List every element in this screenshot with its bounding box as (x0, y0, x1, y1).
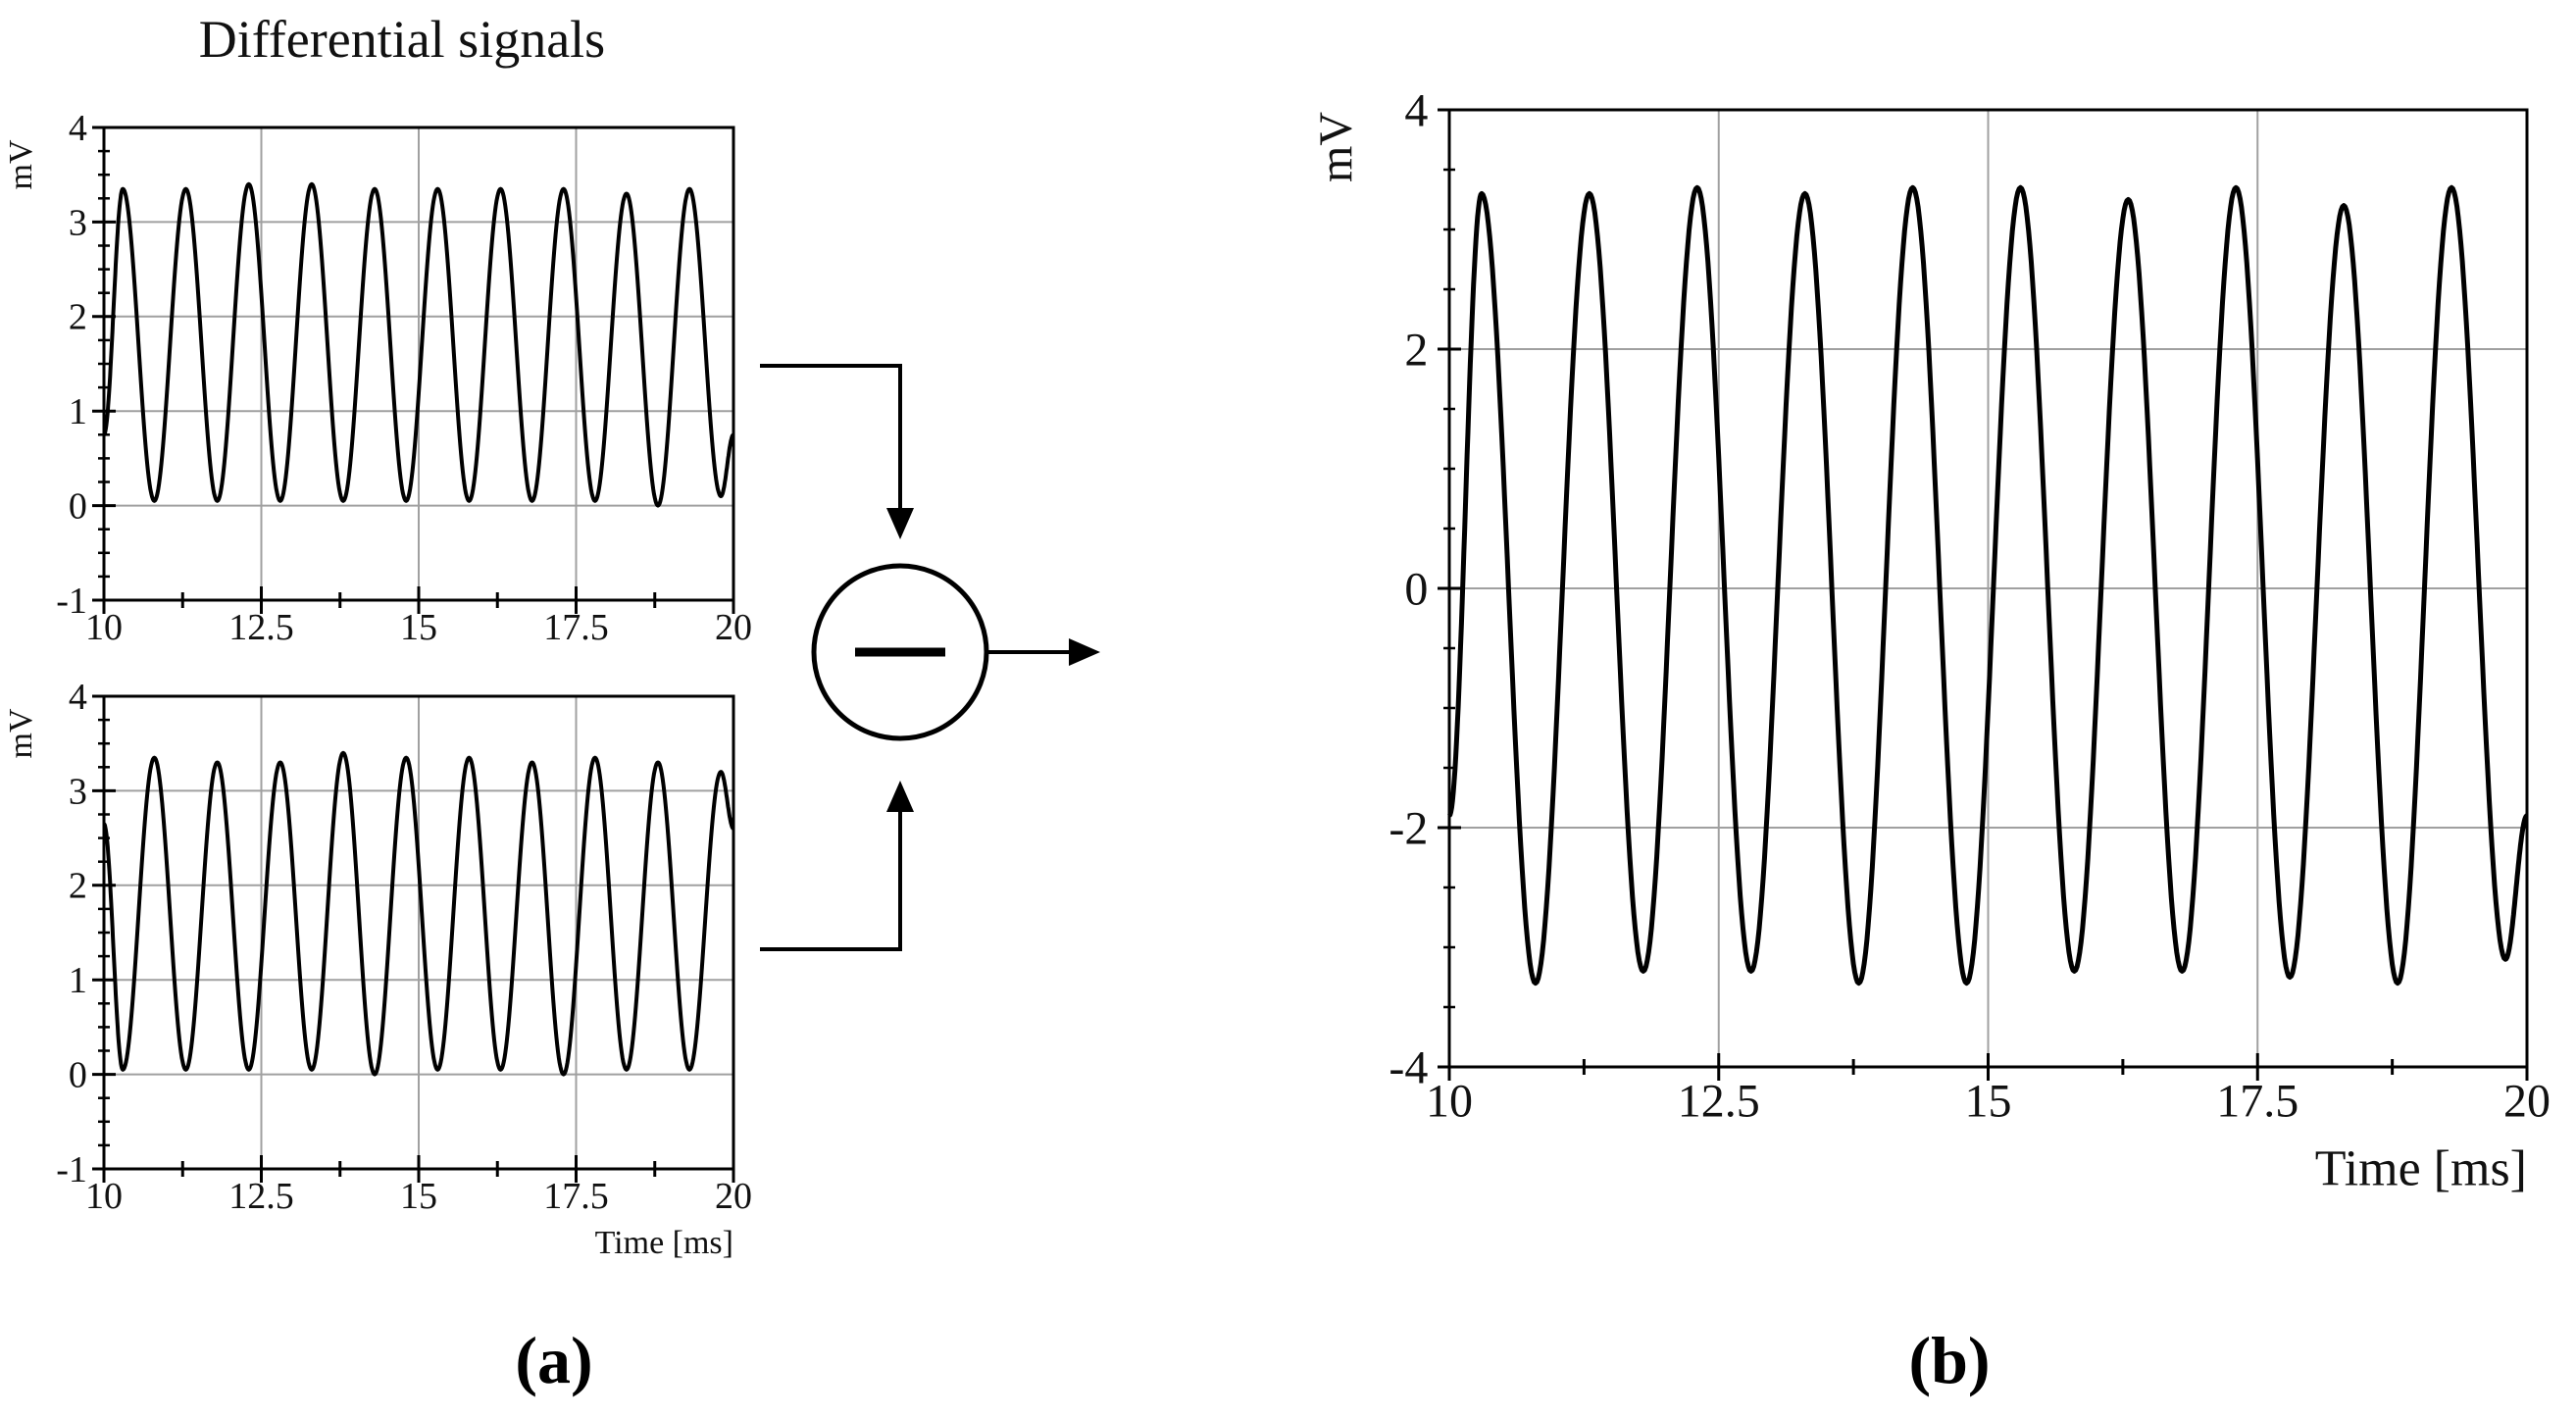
y-axis-label: mV (1310, 112, 1362, 182)
series-line (1447, 184, 2529, 987)
output-arrowhead (1069, 638, 1100, 666)
y-tick-label: 0 (69, 1055, 87, 1096)
y-tick-label: 2 (1404, 324, 1428, 376)
y-tick-label: 4 (69, 677, 87, 718)
y-tick-label: 0 (69, 486, 87, 528)
connector-top-line (760, 364, 902, 508)
y-tick-label: 0 (1404, 563, 1428, 615)
x-tick-label: 20 (715, 607, 752, 648)
y-tick-label: -2 (1389, 802, 1428, 854)
connector-bottom-line (760, 812, 902, 951)
x-tick-label: 20 (715, 1176, 752, 1217)
chart-bottom-differential-signal: 10 12.5 15 17.5 20 -1 0 1 2 3 4 mV Time [ms] (3, 677, 752, 1261)
panel-label-b: (b) (1908, 1323, 1990, 1397)
x-tick-label: 12.5 (228, 1176, 294, 1217)
y-tick-label: 4 (1404, 84, 1428, 136)
x-tick-label: 20 (2503, 1075, 2551, 1127)
y-tick-label: 2 (69, 297, 87, 338)
y-axis-label: mV (3, 139, 39, 189)
figure-title: Differential signals (199, 10, 605, 69)
y-tick-label: 1 (69, 391, 87, 432)
subtraction-diagram (760, 364, 1100, 951)
connector-bottom-arrowhead (886, 781, 914, 812)
x-axis-label: Time [ms] (2315, 1141, 2527, 1197)
chart-difference-signal: 10 12.5 15 17.5 20 -4 -2 0 2 4 mV Time [ms] (1310, 84, 2551, 1196)
connector-top-arrowhead (886, 508, 914, 539)
x-tick-label: 12.5 (1678, 1075, 1760, 1127)
chart-top-differential-signal: 10 12.5 15 17.5 20 -1 0 1 2 3 4 mV (3, 108, 752, 648)
x-tick-label: 17.5 (543, 1176, 609, 1217)
x-tick-label: 15 (400, 1176, 437, 1217)
x-tick-label: 15 (400, 607, 437, 648)
y-tick-label: 4 (69, 108, 87, 149)
y-tick-label: 1 (69, 960, 87, 1001)
x-axis-label: Time [ms] (595, 1225, 733, 1261)
panel-label-a: (a) (515, 1323, 592, 1397)
series-line (102, 750, 735, 1077)
x-tick-label: 10 (85, 1176, 123, 1217)
y-tick-label: -4 (1389, 1041, 1428, 1093)
x-tick-label: 10 (85, 607, 123, 648)
y-tick-label: -1 (56, 1149, 87, 1190)
y-tick-label: 2 (69, 866, 87, 907)
x-tick-label: 15 (1965, 1075, 2012, 1127)
x-tick-label: 17.5 (543, 607, 609, 648)
x-tick-label: 12.5 (228, 607, 294, 648)
y-tick-label: -1 (56, 581, 87, 622)
x-tick-label: 17.5 (2216, 1075, 2298, 1127)
y-axis-label: mV (3, 708, 39, 758)
y-tick-label: 3 (69, 771, 87, 812)
x-tick-label: 10 (1426, 1075, 1473, 1127)
y-tick-label: 3 (69, 202, 87, 243)
series-line (102, 181, 735, 508)
